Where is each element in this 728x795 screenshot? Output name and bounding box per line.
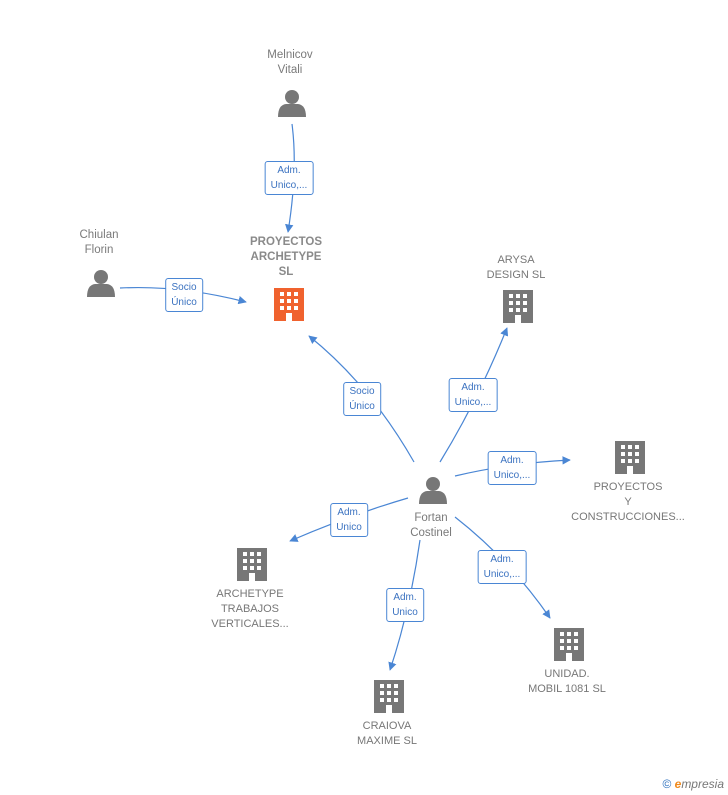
- edge-label-fortan-arysa[interactable]: Adm. Unico,...: [448, 378, 498, 412]
- node-label-chiulan[interactable]: Chiulan Florin: [79, 229, 119, 256]
- node-label-proyectos-archetype[interactable]: PROYECTOS ARCHETYPE SL: [250, 236, 322, 278]
- person-icon[interactable]: [278, 90, 306, 117]
- node-label-craiova[interactable]: CRAIOVA MAXIME SL: [357, 720, 417, 747]
- copyright-icon: ©: [662, 777, 672, 791]
- node-label-melnicov[interactable]: Melnicov Vitali: [267, 49, 313, 76]
- building-icon[interactable]: [274, 288, 304, 321]
- building-icon[interactable]: [237, 548, 267, 581]
- building-icon[interactable]: [615, 441, 645, 474]
- person-icon[interactable]: [87, 270, 115, 297]
- node-label-archetype-trabajos[interactable]: ARCHETYPE TRABAJOS VERTICALES...: [211, 588, 289, 630]
- node-label-fortan[interactable]: Fortan Costinel: [410, 512, 452, 539]
- edge-label-chiulan-proyectos[interactable]: Socio Único: [165, 278, 203, 312]
- node-label-proyectos-y-construcciones[interactable]: PROYECTOS Y CONSTRUCCIONES...: [571, 481, 685, 523]
- node-label-unidad-mobil[interactable]: UNIDAD. MOBIL 1081 SL: [528, 668, 606, 695]
- edge-label-fortan-unidad[interactable]: Adm. Unico,...: [477, 550, 527, 584]
- brand-logo: empresia: [674, 777, 724, 791]
- edge-label-fortan-archetype-trabajos[interactable]: Adm. Unico: [330, 503, 368, 537]
- edge-label-melnicov-proyectos[interactable]: Adm. Unico,...: [264, 161, 314, 195]
- building-icon[interactable]: [554, 628, 584, 661]
- node-label-arysa[interactable]: ARYSA DESIGN SL: [486, 254, 546, 281]
- edge-label-fortan-craiova[interactable]: Adm. Unico: [386, 588, 424, 622]
- edge-label-fortan-proyectos[interactable]: Socio Único: [343, 382, 381, 416]
- empresia-watermark: © empresia: [662, 777, 724, 791]
- building-icon[interactable]: [374, 680, 404, 713]
- edge-label-fortan-construcciones[interactable]: Adm. Unico,...: [487, 451, 537, 485]
- building-icon[interactable]: [503, 290, 533, 323]
- person-icon[interactable]: [419, 477, 447, 504]
